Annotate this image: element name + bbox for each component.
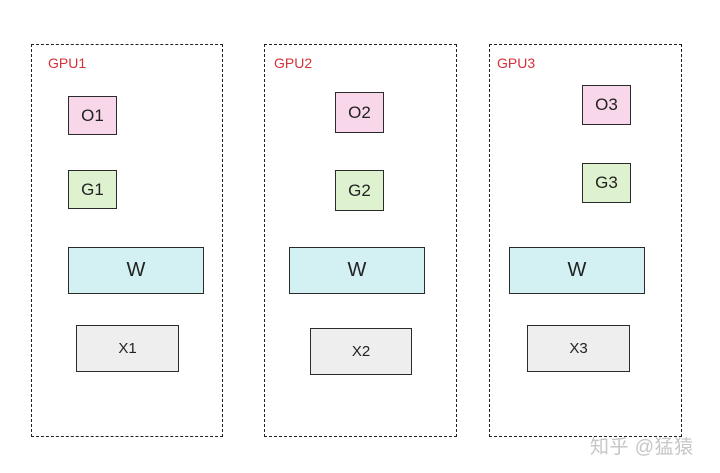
gpu2-x-box: X2 (310, 328, 412, 375)
gpu1-x-box: X1 (76, 325, 179, 372)
gpu2-container (264, 44, 457, 437)
gpu1-o-box: O1 (68, 96, 117, 135)
gpu2-o-box: O2 (335, 92, 384, 133)
gpu1-g-box: G1 (68, 170, 117, 209)
gpu2-w-box: W (289, 247, 425, 294)
watermark-text: 知乎 @猛猿 (590, 437, 694, 458)
gpu3-container (489, 44, 682, 437)
gpu1-label: GPU1 (48, 55, 87, 71)
gpu2-label: GPU2 (274, 55, 313, 71)
gpu2-g-box: G2 (335, 170, 384, 211)
gpu1-w-box: W (68, 247, 204, 294)
gpu3-label: GPU3 (497, 55, 536, 71)
gpu1-container (31, 44, 223, 437)
gpu3-g-box: G3 (582, 163, 631, 203)
gpu3-x-box: X3 (527, 325, 630, 372)
gpu3-o-box: O3 (582, 85, 631, 125)
gpu3-w-box: W (509, 247, 645, 294)
